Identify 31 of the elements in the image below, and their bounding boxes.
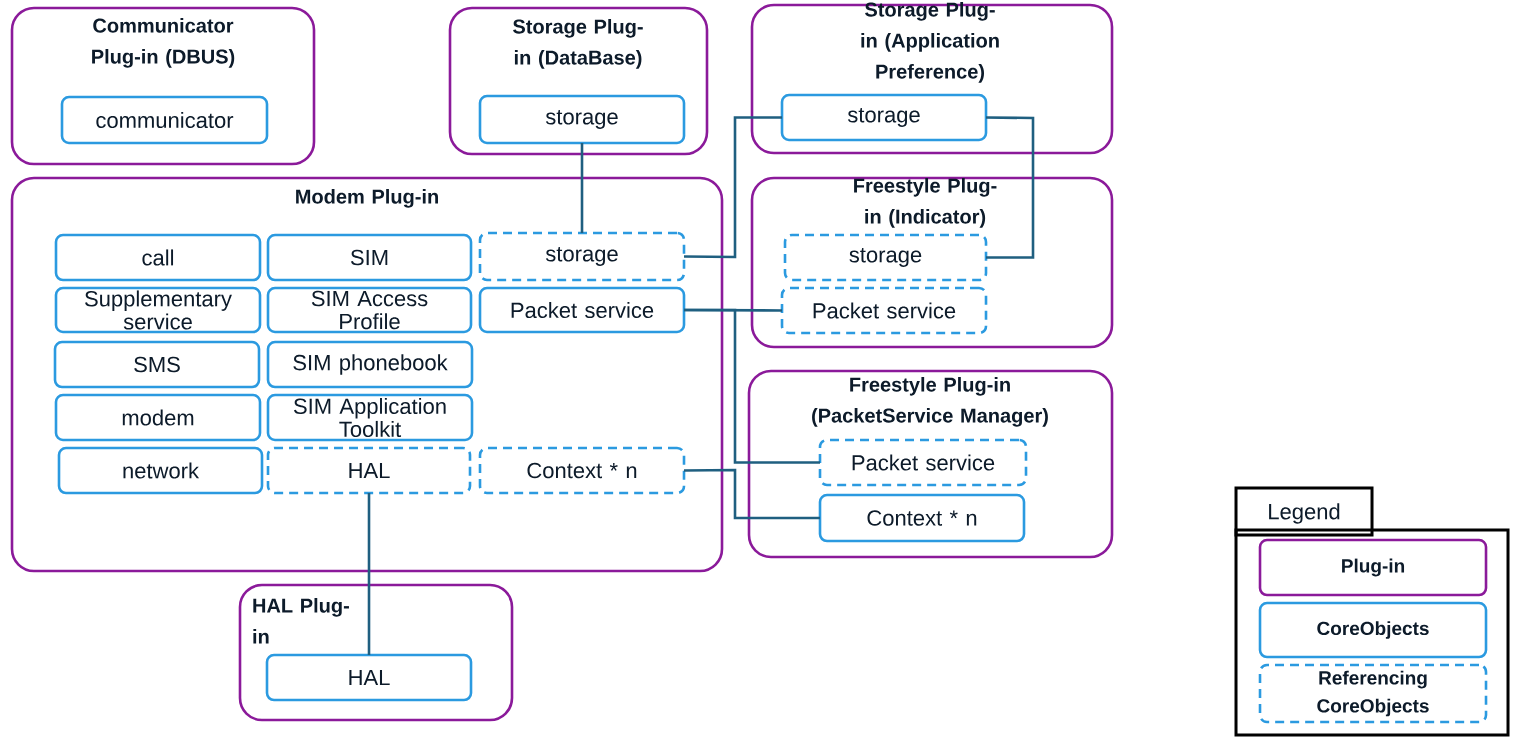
reference-box: storage — [478, 231, 686, 282]
reference-box: HAL — [266, 446, 472, 495]
core-object-box: Supplementary service — [54, 286, 262, 334]
core-object-box: HAL — [265, 653, 473, 702]
connector-line — [367, 493, 371, 655]
reference-box: storage — [783, 233, 988, 282]
connector-line — [580, 143, 584, 233]
core-object-box: communicator — [60, 95, 269, 145]
connector-line — [684, 308, 820, 464]
connector-line — [986, 116, 1035, 259]
plugin-box: Plug-in — [1258, 538, 1488, 597]
core-object-box: storage — [780, 93, 988, 142]
reference-box: Packet service — [818, 438, 1028, 487]
core-object-box: SMS — [53, 340, 261, 389]
core-object-box: CoreObjects — [1258, 601, 1488, 659]
node-label: Legend — [1269, 503, 1340, 524]
core-object-box: SIM phonebook — [266, 340, 474, 389]
core-object-box: Context * n — [818, 493, 1026, 543]
core-object-box: SIM — [266, 233, 473, 282]
core-object-box: call — [54, 233, 262, 282]
core-object-box: SIM Access Profile — [266, 286, 473, 334]
core-object-box: SIM Application Toolkit — [266, 393, 474, 442]
core-object-box: modem — [54, 393, 262, 442]
core-object-box: storage — [478, 94, 686, 145]
connector-line — [684, 468, 820, 520]
reference-box: Context * n — [478, 446, 686, 495]
reference-box: Packet service — [780, 286, 988, 335]
connector-line — [684, 116, 782, 259]
core-object-box: Packet service — [478, 286, 686, 334]
reference-box: Referencing CoreObjects — [1258, 663, 1488, 724]
core-object-box: network — [57, 446, 264, 495]
